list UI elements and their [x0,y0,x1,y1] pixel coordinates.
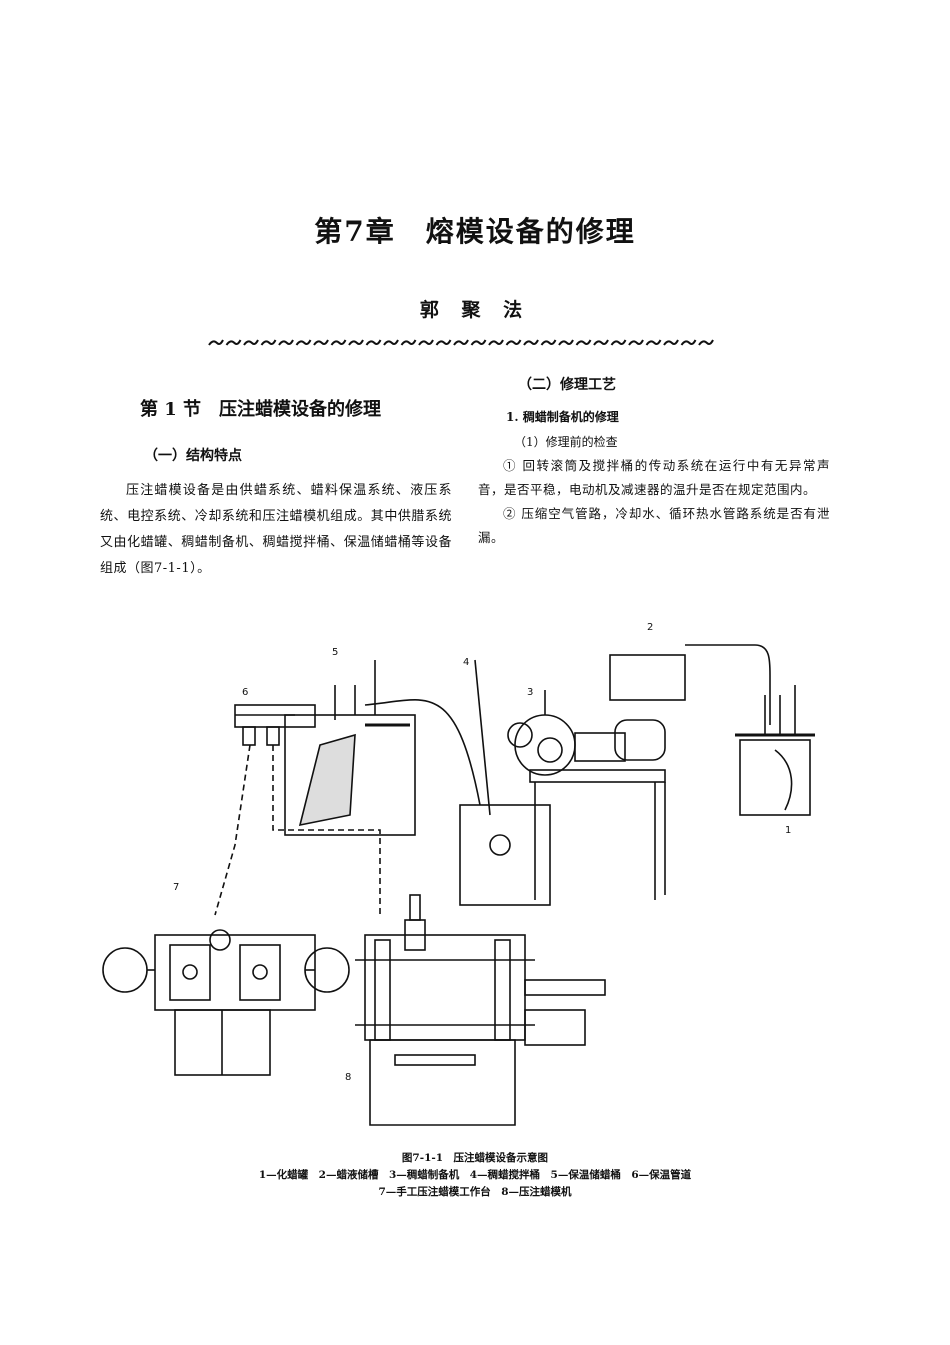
ornament-mark [260,339,277,346]
worktable [154,934,316,1011]
label-5: 5 [332,647,338,658]
label-4: 4 [463,657,469,668]
ornament-mark [488,339,504,346]
ornament-mark [698,339,714,346]
melting-tank [739,739,811,816]
ornament-mark [330,339,347,346]
label-1: 1 [785,825,791,836]
label-8: 8 [345,1072,351,1083]
ornament-mark [575,339,592,346]
stirring-tank [459,804,551,906]
label-7: 7 [173,882,179,893]
body-paragraph: 压注蜡模设备是由供蜡系统、蜡料保温系统、液压系统、电控系统、冷却系统和压注蜡模机… [100,483,452,576]
caption-line-2: 7—手工压注蜡模工作台 8—压注蜡模机 [378,1186,572,1198]
ornament-mark [540,339,557,346]
ornament-mark [453,339,469,346]
drum [514,714,576,776]
label-6: 6 [242,687,248,698]
handwheel-left [102,947,148,993]
ornament-mark [593,339,609,346]
right-column: （二）修理工艺 1. 稠蜡制备机的修理 （1）修理前的检查 ① 回转滚筒及搅拌桶… [478,370,830,550]
ornament-mark [418,339,434,346]
ornament-mark [225,339,242,346]
ornament-mark [243,339,259,346]
ornament-mark [435,339,452,346]
check-item-2: ② 压缩空气管路，冷却水、循环热水管路系统是否有泄漏。 [478,506,830,545]
caption-line-1: 1—化蜡罐 2—蜡液储槽 3—稠蜡制备机 4—稠蜡搅拌桶 5—保温储蜡桶 6—保… [258,1169,692,1181]
ornament-mark [663,339,679,346]
label-2: 2 [647,622,653,633]
label-3: 3 [527,687,533,698]
equipment-diagram: 5 6 4 3 2 1 7 8 [102,622,815,1126]
ornament-mark [348,339,364,346]
tank-fill [298,733,356,827]
chapter-title: 第7章 熔模设备的修理 [314,215,636,248]
warming-tank [284,714,416,836]
author-name: 郭 聚 法 [419,299,531,321]
ornament-mark [680,339,697,346]
sub-heading: （一）结构特点 [144,448,242,464]
step-heading: 1. 稠蜡制备机的修理 [506,410,619,424]
ornament-mark [365,339,382,346]
ornament-mark [558,339,574,346]
ornament-mark [645,339,662,346]
ornament-mark [383,339,399,346]
ornament-mark [505,339,522,346]
substep-heading: （1）修理前的检查 [514,435,618,449]
section-heading: 第 1 节 压注蜡模设备的修理 [140,399,382,420]
ornament-mark [470,339,487,346]
ornament-mark [523,339,539,346]
ornament-mark [313,339,329,346]
ornament-mark [208,339,224,346]
ornament-mark [628,339,644,346]
repair-heading: （二）修理工艺 [518,377,616,393]
liquid-tank [609,654,686,701]
ornament-mark [295,339,312,346]
press-base [369,1039,516,1126]
check-item-1: ① 回转滚筒及搅拌桶的传动系统在运行中有无异常声音，是否平稳，电动机及减速器的温… [478,458,830,497]
caption-title: 图7-1-1 压注蜡模设备示意图 [401,1152,549,1164]
ornament-mark [610,339,627,346]
ornament-mark [278,339,294,346]
figure-caption: 图7-1-1 压注蜡模设备示意图 1—化蜡罐 2—蜡液储槽 3—稠蜡制备机 4—… [0,1150,950,1201]
ornament-divider [208,339,714,346]
machine-table [529,769,666,783]
ornament-mark [400,339,417,346]
heated-pipe-block [234,704,316,728]
left-column: 第 1 节 压注蜡模设备的修理 （一）结构特点 压注蜡模设备是由供蜡系统、蜡料保… [100,395,452,582]
